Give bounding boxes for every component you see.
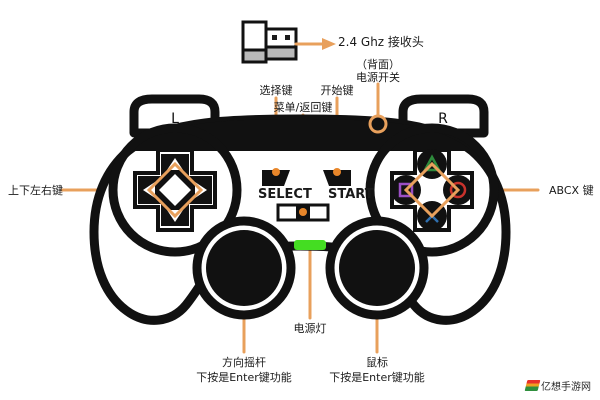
callout-left-stick-line1: 方向摇杆 [222, 356, 266, 369]
menu-back-button[interactable] [276, 203, 330, 222]
callout-receiver-label: 2.4 Ghz 接收头 [338, 35, 424, 49]
usb-receiver-graphic [241, 20, 298, 64]
power-led [294, 240, 326, 250]
callout-right-stick-line2: 下按是Enter键功能 [329, 371, 425, 384]
controller-body [89, 94, 511, 325]
callout-left-stick-line2: 下按是Enter键功能 [196, 371, 292, 384]
shoulder-right-letter: R [438, 111, 448, 127]
callout-dpad-label: 上下左右键 [8, 184, 63, 197]
dpad[interactable] [133, 148, 217, 232]
left-stick-cap[interactable] [206, 230, 282, 306]
face-buttons-ring [365, 123, 499, 257]
callout-right-stick-line1: 鼠标 [366, 356, 388, 369]
face-buttons[interactable] [390, 148, 474, 232]
callout-power-switch-line2: 电源开关 [356, 71, 400, 84]
face-buttons-highlight-diamond [403, 161, 461, 219]
dpad-ring [108, 123, 242, 257]
power-switch-marker[interactable] [368, 114, 388, 134]
start-button[interactable] [323, 168, 351, 186]
callout-menu-back-label: 菜单/返回键 [273, 101, 333, 114]
shoulder-left-letter: L [171, 111, 179, 127]
right-stick-cap[interactable] [339, 230, 415, 306]
dpad-center-diamond [159, 174, 191, 206]
callout-select-label: 选择键 [259, 84, 293, 97]
callout-power-switch-line1: （背面） [356, 58, 400, 71]
dpad-highlight-diamond [146, 161, 204, 219]
watermark-text: 亿想手游网 [541, 382, 591, 393]
select-button[interactable] [262, 168, 290, 186]
watermark-logo-icon [524, 380, 541, 391]
select-button-text: SELECT [258, 187, 312, 202]
callout-power-led-label: 电源灯 [293, 322, 327, 335]
callout-abcx-label: ABCX 键 [549, 184, 594, 197]
start-button-text: START [328, 187, 374, 202]
site-watermark: 亿想手游网 [523, 377, 594, 394]
callout-start-label: 开始键 [320, 84, 354, 97]
